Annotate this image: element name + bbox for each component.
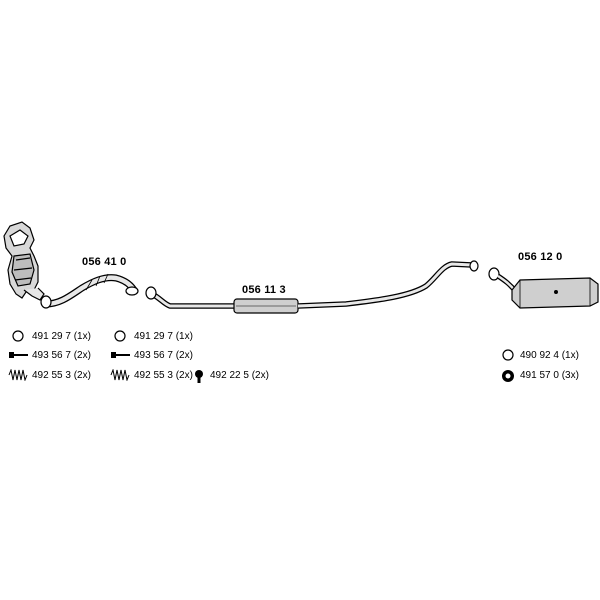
accessory-label: 492 55 3 (2x)	[32, 369, 91, 381]
accessory-item: 492 55 3 (2x)	[8, 369, 91, 381]
bolt-icon	[110, 349, 130, 361]
spring-icon	[110, 369, 130, 381]
centre-pipe	[145, 260, 479, 314]
accessory-label: 490 92 4 (1x)	[520, 349, 579, 361]
accessory-label: 493 56 7 (2x)	[32, 349, 91, 361]
accessory-item: 490 92 4 (1x)	[500, 349, 579, 361]
accessory-label: 491 29 7 (1x)	[32, 330, 91, 342]
rubber-mount-icon	[500, 369, 516, 382]
bolt-icon	[8, 349, 28, 361]
spring-icon	[8, 369, 28, 381]
ring-icon	[8, 330, 28, 342]
ring-icon	[500, 349, 516, 361]
rear-silencer	[488, 267, 599, 309]
accessory-label: 492 22 5 (2x)	[210, 369, 269, 381]
rubber-mount-icon	[192, 369, 206, 383]
accessory-label: 491 57 0 (3x)	[520, 369, 579, 381]
catalytic-converter	[3, 221, 45, 301]
part-number-centre-pipe: 056 11 3	[242, 284, 286, 296]
accessory-item: 491 29 7 (1x)	[110, 330, 193, 342]
accessory-item: 491 57 0 (3x)	[500, 369, 579, 382]
accessory-item: 492 22 5 (2x)	[192, 369, 269, 383]
part-number-rear-silencer: 056 12 0	[518, 251, 563, 263]
accessory-label: 493 56 7 (2x)	[134, 349, 193, 361]
ring-icon	[110, 330, 130, 342]
accessory-item: 491 29 7 (1x)	[8, 330, 91, 342]
accessory-label: 492 55 3 (2x)	[134, 369, 193, 381]
accessory-item: 493 56 7 (2x)	[8, 349, 91, 361]
front-pipe	[40, 273, 139, 309]
accessory-item: 492 55 3 (2x)	[110, 369, 193, 381]
part-number-front-pipe: 056 41 0	[82, 256, 127, 268]
accessory-label: 491 29 7 (1x)	[134, 330, 193, 342]
accessory-item: 493 56 7 (2x)	[110, 349, 193, 361]
